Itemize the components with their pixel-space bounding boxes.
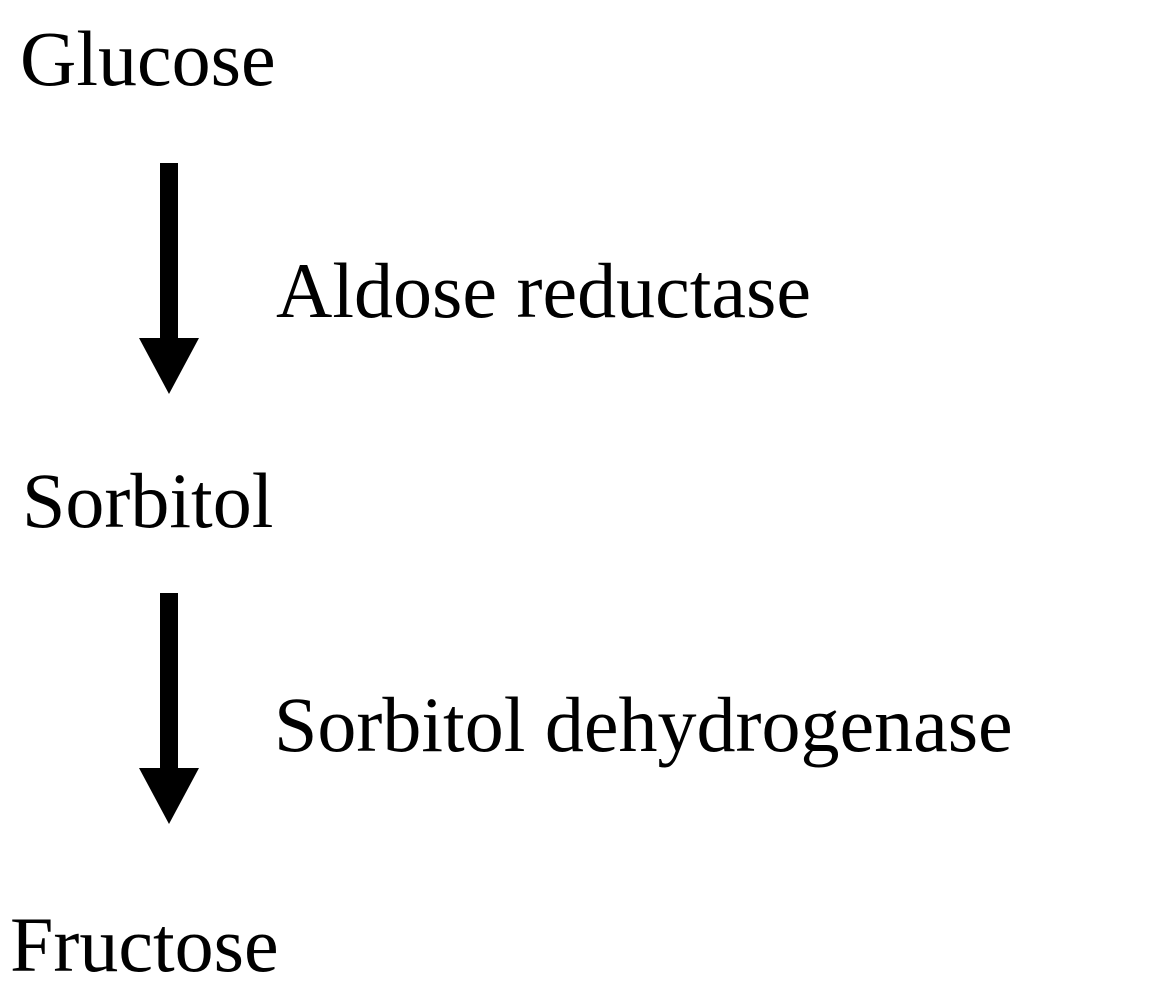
node-sorbitol: Sorbitol xyxy=(22,457,274,544)
node-glucose: Glucose xyxy=(20,15,276,102)
enzyme-label-sorbitol-dehydrogenase: Sorbitol dehydrogenase xyxy=(274,681,1013,768)
down-arrow-icon xyxy=(139,163,199,394)
node-fructose: Fructose xyxy=(10,901,279,988)
down-arrow-icon xyxy=(139,593,199,824)
enzyme-label-aldose-reductase: Aldose reductase xyxy=(276,247,811,334)
